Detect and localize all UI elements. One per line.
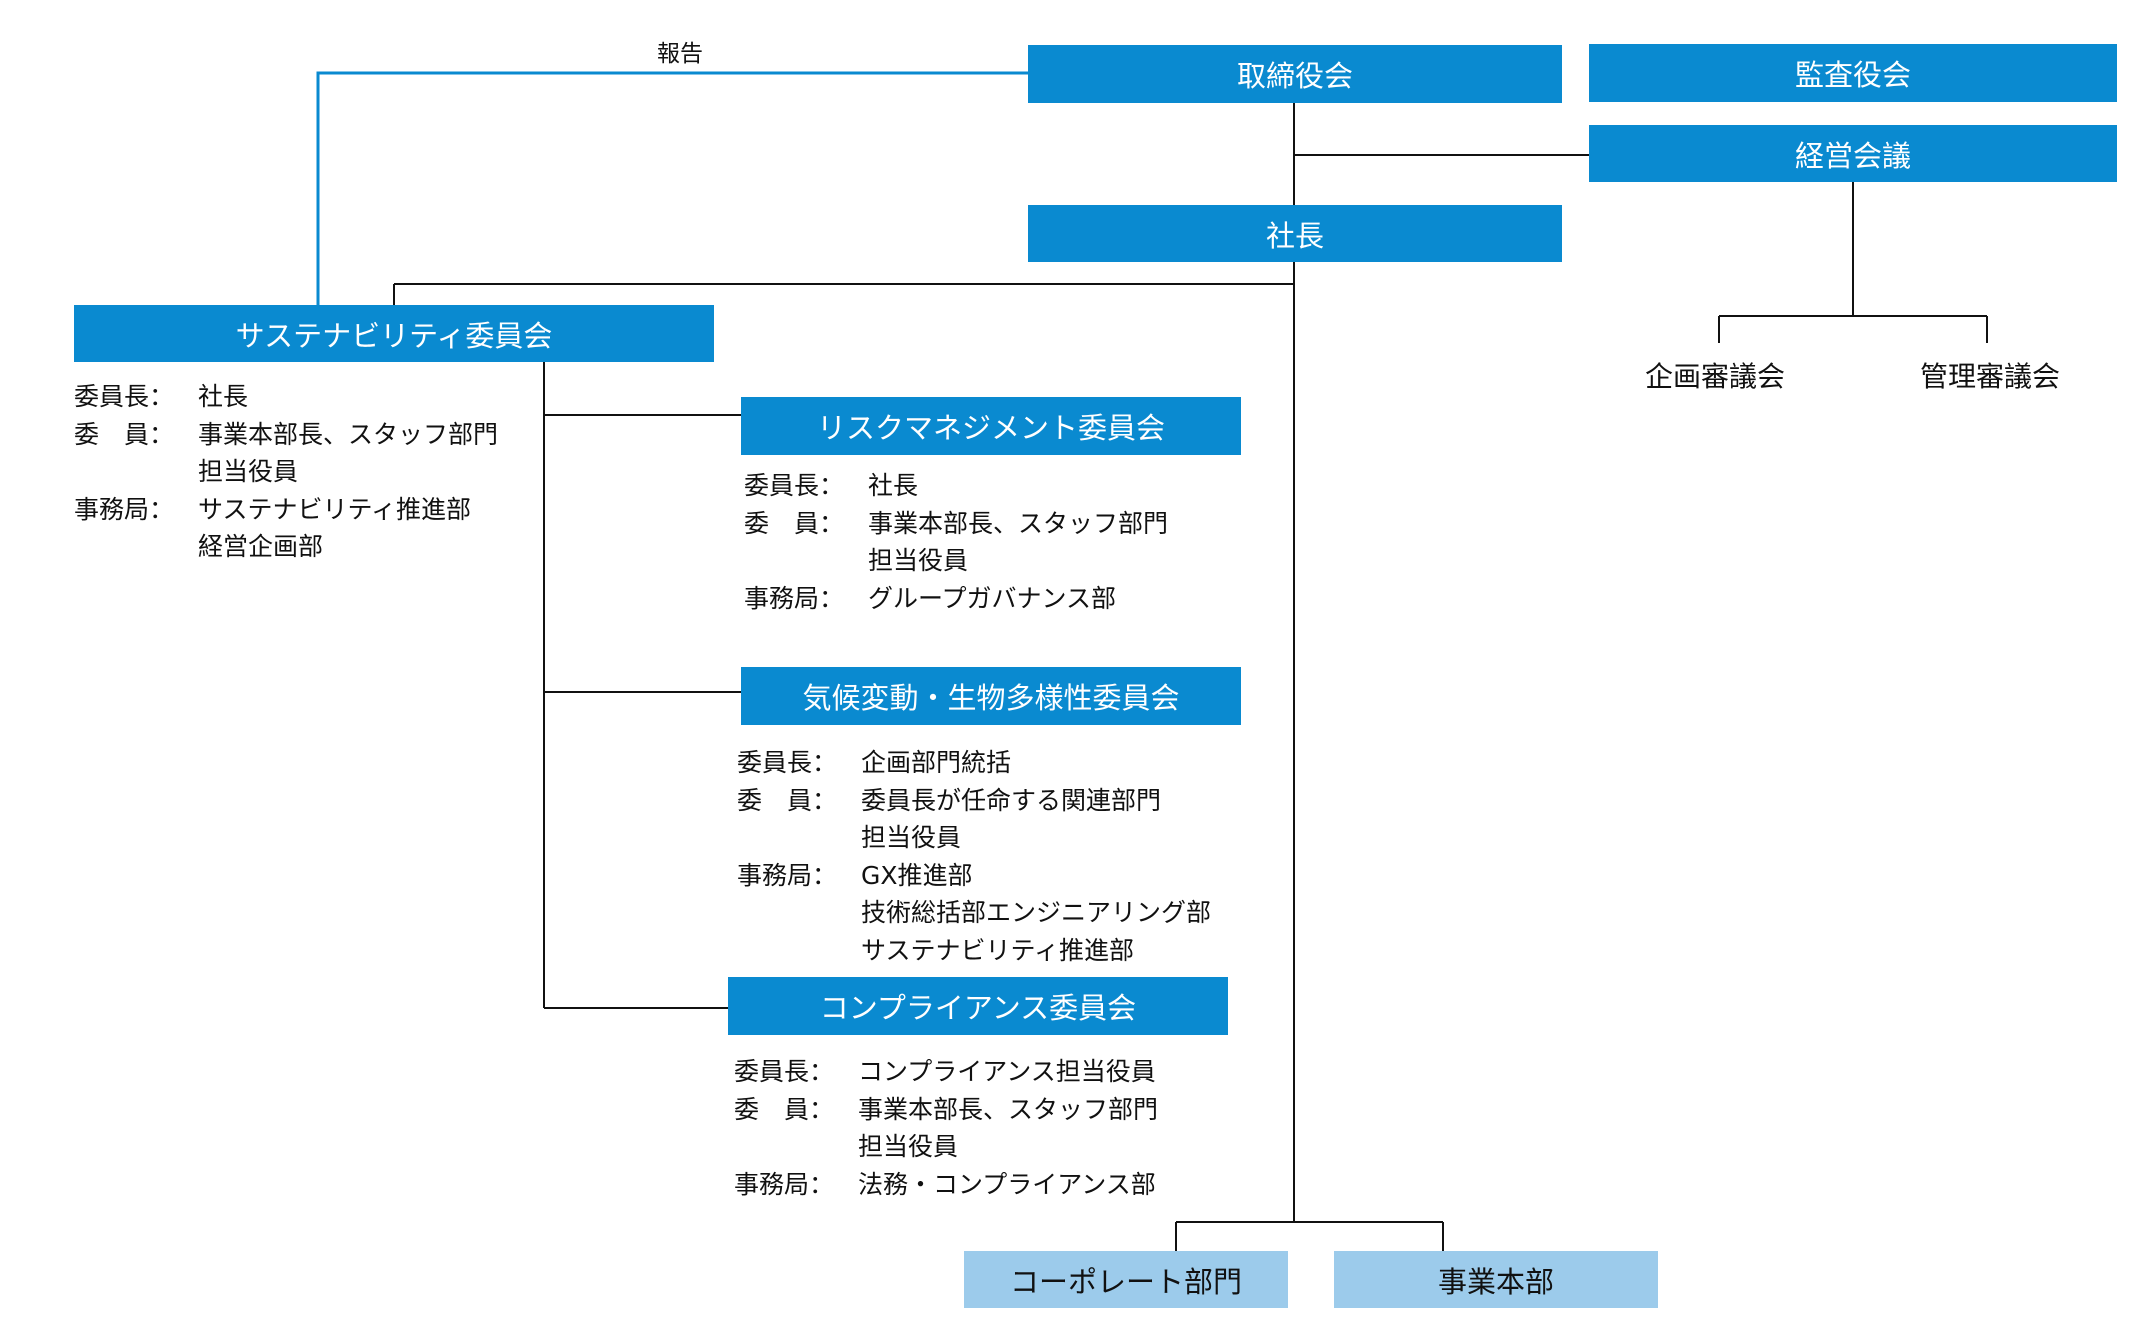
risk-management-committee-info: 委員長： 社長 委 員： 事業本部長、スタッフ部門担当役員 事務局： グループガバナン… <box>744 467 1168 617</box>
climate-biodiversity-committee-box: 気候変動・生物多様性委員会 <box>741 667 1241 725</box>
corporate-division-box: コーポレート部門 <box>964 1251 1288 1308</box>
audit-board-box: 監査役会 <box>1589 44 2117 102</box>
info-row-members: 委 員： 事業本部長、スタッフ部門担当役員 <box>74 416 498 491</box>
info-value: 委員長が任命する関連部門 <box>861 785 1162 815</box>
info-label: 委員長： <box>74 382 175 411</box>
info-row-secretariat: 事務局： GX推進部技術総括部エンジニアリング部サステナビリティ推進部 <box>737 857 1211 970</box>
info-row-secretariat: 事務局： 法務・コンプライアンス部 <box>734 1166 1158 1204</box>
info-row-secretariat: 事務局： グループガバナンス部 <box>744 580 1168 618</box>
info-label: 事務局： <box>737 860 838 890</box>
info-value: 担当役員 <box>868 546 969 575</box>
info-value: 企画部門統括 <box>861 748 1012 777</box>
risk-management-committee-box: リスクマネジメント委員会 <box>741 397 1241 455</box>
info-value: サステナビリティ推進部 <box>861 935 1135 965</box>
info-value: 担当役員 <box>198 457 299 486</box>
info-value: 法務・コンプライアンス部 <box>858 1169 1156 1199</box>
climate-biodiversity-committee-info: 委員長： 企画部門統括 委 員： 委員長が任命する関連部門担当役員 事務局： GX推進… <box>737 744 1211 969</box>
info-value: 社長 <box>198 382 249 411</box>
compliance-committee-info: 委員長： コンプライアンス担当役員 委 員： 事業本部長、スタッフ部門担当役員 事務… <box>734 1053 1158 1203</box>
info-row-members: 委 員： 委員長が任命する関連部門担当役員 <box>737 782 1211 857</box>
info-label: 事務局： <box>744 583 845 613</box>
planning-council: 企画審議会 <box>1645 360 1786 393</box>
management-meeting-box: 経営会議 <box>1589 125 2117 182</box>
info-label: 委員長： <box>744 471 845 500</box>
info-value: コンプライアンス担当役員 <box>858 1057 1156 1086</box>
info-label: 委 員： <box>737 785 838 815</box>
info-row-chair: 委員長： 社長 <box>744 467 1168 505</box>
info-label: 委員長： <box>737 748 838 777</box>
info-value: 担当役員 <box>861 823 962 852</box>
info-label: 委員長： <box>734 1057 835 1086</box>
info-row-secretariat: 事務局： サステナビリティ推進部経営企画部 <box>74 491 498 566</box>
info-label: 委 員： <box>734 1094 835 1124</box>
report-label: 報告 <box>657 41 703 67</box>
info-label: 事務局： <box>74 494 175 524</box>
info-value: 事業本部長、スタッフ部門 <box>198 419 499 449</box>
info-value: サステナビリティ推進部 <box>198 494 472 524</box>
info-value: 事業本部長、スタッフ部門 <box>858 1094 1159 1124</box>
info-row-chair: 委員長： コンプライアンス担当役員 <box>734 1053 1158 1091</box>
info-label: 委 員： <box>74 419 175 449</box>
info-row-members: 委 員： 事業本部長、スタッフ部門担当役員 <box>734 1091 1158 1166</box>
compliance-committee-box: コンプライアンス委員会 <box>728 977 1228 1035</box>
sustainability-committee-box: サステナビリティ委員会 <box>74 305 714 362</box>
sustainability-committee-info: 委員長： 社長 委 員： 事業本部長、スタッフ部門担当役員 事務局： サステナビリティ… <box>74 378 498 566</box>
info-row-chair: 委員長： 企画部門統括 <box>737 744 1211 782</box>
info-row-chair: 委員長： 社長 <box>74 378 498 416</box>
info-value: 事業本部長、スタッフ部門 <box>868 508 1169 538</box>
president-box: 社長 <box>1028 205 1562 262</box>
info-value: 社長 <box>868 471 919 500</box>
info-label: 事務局： <box>734 1169 835 1199</box>
info-value: 技術総括部エンジニアリング部 <box>861 898 1212 927</box>
report-arrow <box>316 71 1028 305</box>
info-label: 委 員： <box>744 508 845 538</box>
info-value: GX推進部 <box>861 860 973 890</box>
business-division-box: 事業本部 <box>1334 1251 1658 1308</box>
info-value: 経営企画部 <box>198 532 324 561</box>
info-value: 担当役員 <box>858 1132 959 1161</box>
admin-council: 管理審議会 <box>1920 360 2061 393</box>
info-row-members: 委 員： 事業本部長、スタッフ部門担当役員 <box>744 505 1168 580</box>
info-value: グループガバナンス部 <box>868 583 1117 613</box>
board-of-directors-box: 取締役会 <box>1028 45 1562 103</box>
